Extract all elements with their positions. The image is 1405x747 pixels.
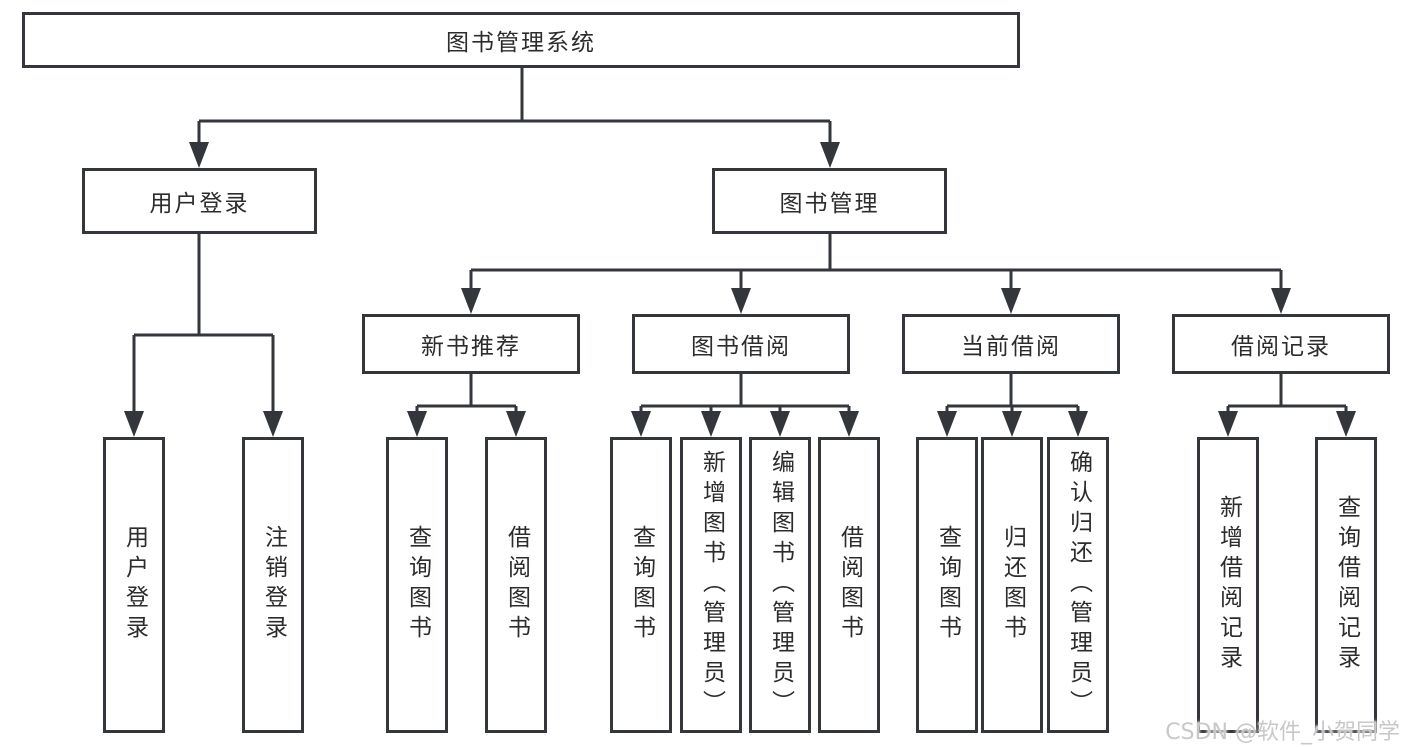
- node-book-management: 图书管理: [712, 168, 947, 234]
- leaf-label: 用户登录: [121, 525, 148, 645]
- leaf-borrow-books: 借阅图书: [818, 437, 880, 733]
- leaf-label: 注销登录: [260, 525, 287, 645]
- leaf-label: 查询图书: [628, 525, 655, 645]
- leaf-query-borrow-record: 查询借阅记录: [1315, 437, 1377, 733]
- leaf-label: 查询图书: [934, 525, 961, 645]
- leaf-label: 归还图书: [999, 525, 1026, 645]
- leaf-query-books: 查询图书: [386, 437, 448, 733]
- leaf-label: 借阅图书: [836, 525, 863, 645]
- node-new-book-recommendation: 新书推荐: [362, 314, 580, 374]
- arrowheads: [124, 142, 1356, 437]
- leaf-query-books: 查询图书: [610, 437, 672, 733]
- leaf-label: 新增借阅记录: [1215, 495, 1242, 675]
- leaf-label: 借阅图书: [503, 525, 530, 645]
- leaf-borrow-books: 借阅图书: [485, 437, 547, 733]
- leaf-label: 新增图书（管理员）: [698, 450, 725, 720]
- leaf-label: 编辑图书（管理员）: [767, 450, 794, 720]
- leaf-label: 查询图书: [404, 525, 431, 645]
- node-book-borrowing: 图书借阅: [632, 314, 850, 374]
- node-user-login: 用户登录: [82, 168, 317, 234]
- leaf-logout: 注销登录: [242, 437, 304, 733]
- leaf-add-borrow-record: 新增借阅记录: [1197, 437, 1259, 733]
- leaf-label: 查询借阅记录: [1333, 495, 1360, 675]
- leaf-user-login: 用户登录: [103, 437, 165, 733]
- node-borrowing-records: 借阅记录: [1172, 314, 1390, 374]
- leaf-return-books: 归还图书: [981, 437, 1043, 733]
- leaf-add-book-admin: 新增图书（管理员）: [680, 437, 742, 733]
- node-root: 图书管理系统: [22, 12, 1020, 68]
- watermark: CSDN @软件_小贺同学: [1165, 720, 1400, 745]
- leaf-label: 确认归还（管理员）: [1065, 450, 1092, 720]
- leaf-query-books: 查询图书: [916, 437, 978, 733]
- leaf-edit-book-admin: 编辑图书（管理员）: [749, 437, 811, 733]
- node-current-borrowing: 当前借阅: [902, 314, 1120, 374]
- leaf-confirm-return-admin: 确认归还（管理员）: [1047, 437, 1109, 733]
